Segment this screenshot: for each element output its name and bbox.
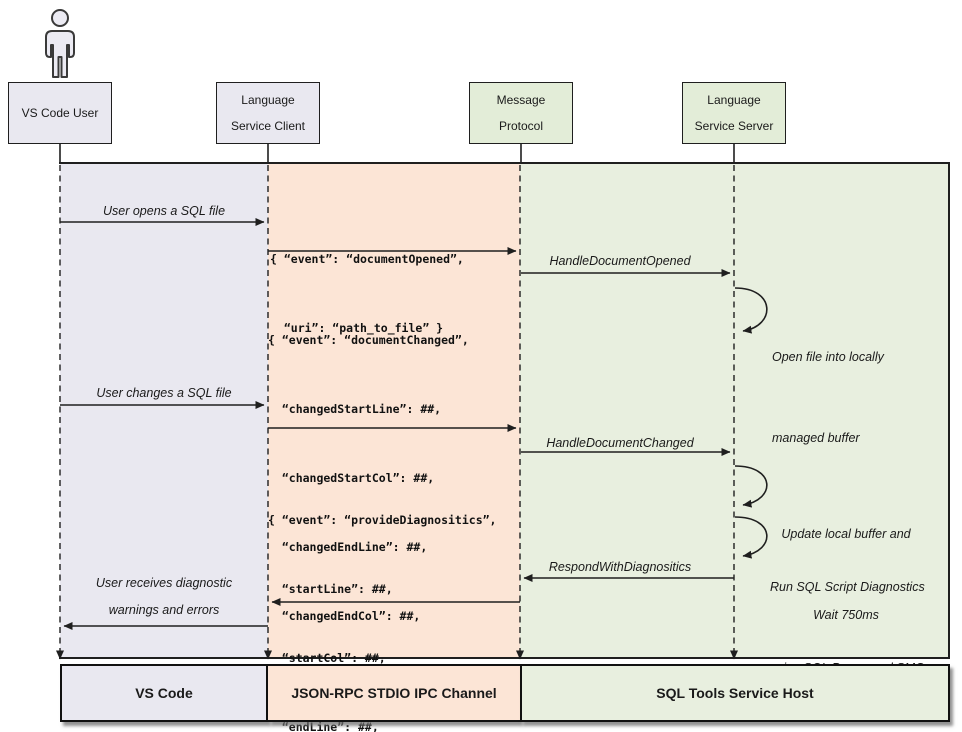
- footer-box-service-host: SQL Tools Service Host: [520, 664, 950, 722]
- payload-line: “uri”: “path_to_file” }: [270, 321, 444, 335]
- lane-ipc-channel: [268, 164, 520, 658]
- payload-line: “changedEndLine”: ##,: [268, 540, 428, 554]
- note-line: Run SQL Script Diagnostics: [770, 580, 925, 594]
- payload-document-opened: { “event”: “documentOpened”, “uri”: “pat…: [270, 202, 464, 386]
- note-open-file: Open file into locally managed buffer: [772, 290, 884, 506]
- note-line: Open file into locally: [772, 350, 884, 364]
- label-user-changes-sql-file: User changes a SQL file: [96, 386, 232, 400]
- participant-label: Protocol: [498, 119, 544, 133]
- participant-label: Language: [241, 93, 295, 107]
- payload-line: “startLine”: ##,: [268, 582, 393, 596]
- participant-box-vscode-user: VS Code User: [8, 82, 112, 144]
- note-line: Wait 750ms: [813, 608, 879, 622]
- footer-box-vscode: VS Code: [60, 664, 268, 722]
- payload-line: “startCol”: ##,: [268, 651, 386, 665]
- footer-label: JSON-RPC STDIO IPC Channel: [291, 685, 497, 701]
- note-line: managed buffer: [772, 431, 860, 445]
- payload-line: { “event”: “provideDiagnositics”,: [268, 513, 497, 527]
- lane-service-host: [520, 164, 950, 658]
- label-handle-document-opened: HandleDocumentOpened: [549, 254, 691, 268]
- payload-line: “changedEndCol”: ##,: [268, 609, 421, 623]
- participant-box-language-service-client: Language Service Client: [216, 82, 320, 144]
- label-handle-document-changed: HandleDocumentChanged: [546, 436, 694, 450]
- footer-label: SQL Tools Service Host: [656, 685, 814, 701]
- note-line: Update local buffer and: [781, 527, 911, 541]
- participant-box-message-protocol: Message Protocol: [469, 82, 573, 144]
- participant-label: Service Client: [230, 119, 306, 133]
- payload-provide-diagnostics: { “event”: “provideDiagnositics”, “start…: [268, 463, 496, 732]
- participant-label: Message: [496, 93, 546, 107]
- lane-vscode: [60, 164, 268, 658]
- participant-box-language-service-server: Language Service Server: [682, 82, 786, 144]
- payload-line: “changedStartLine”: ##,: [268, 402, 442, 416]
- lifeline-stubs: [59, 144, 735, 163]
- label-user-receives-line1: User receives diagnostic: [95, 576, 233, 590]
- payload-line: { “event”: “documentOpened”,: [270, 252, 464, 266]
- payload-line: “endLine”: ##,: [268, 720, 379, 732]
- label-respond-with-diagnostics: RespondWithDiagnositics: [548, 560, 692, 574]
- label-user-opens-sql-file: User opens a SQL file: [102, 204, 226, 218]
- footer-label: VS Code: [135, 685, 193, 701]
- footer-box-ipc-channel: JSON-RPC STDIO IPC Channel: [268, 664, 520, 722]
- label-user-receives-line2: warnings and errors: [108, 603, 220, 617]
- note-update-buffer: Update local buffer and Wait 750ms: [770, 467, 922, 683]
- payload-line: “changedStartCol”: ##,: [268, 471, 435, 485]
- participant-label: VS Code User: [21, 106, 99, 120]
- user-actor-icon: [45, 9, 75, 78]
- participant-label: Service Server: [694, 119, 774, 133]
- payload-line: { “event”: “documentChanged”,: [268, 333, 469, 347]
- participant-label: Language: [707, 93, 761, 107]
